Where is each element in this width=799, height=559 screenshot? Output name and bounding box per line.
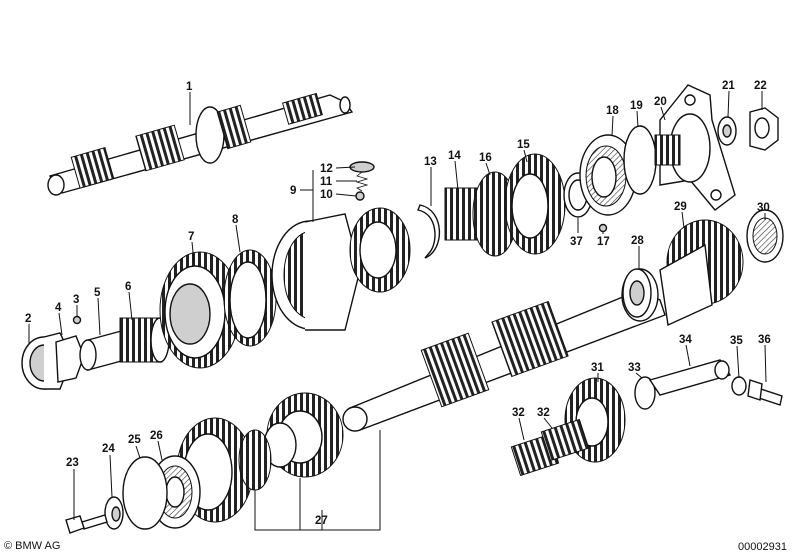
ball-17 — [598, 223, 608, 233]
callout-31: 31 — [591, 362, 604, 374]
ball-bearing-30 — [746, 209, 784, 263]
callout-17: 17 — [597, 236, 610, 248]
callout-26: 26 — [150, 430, 163, 442]
callout-20: 20 — [654, 96, 667, 108]
output-flange-20 — [654, 84, 736, 211]
bearing-28 — [622, 268, 652, 318]
catalog-number: 00002931 — [738, 541, 787, 553]
synchro-hub — [349, 207, 411, 293]
callout-7: 7 — [188, 231, 194, 243]
callout-28: 28 — [631, 235, 644, 247]
callout-32a: 32 — [512, 407, 525, 419]
gear-29 — [659, 219, 744, 327]
needle-bearings-32 — [510, 418, 590, 477]
selector-sleeve-9 — [271, 213, 361, 331]
synchro-ring-8 — [223, 249, 277, 347]
snap-ring-4 — [55, 335, 85, 383]
washer-24 — [104, 496, 124, 530]
callout-19: 19 — [630, 100, 643, 112]
countershaft — [342, 268, 666, 432]
callout-16: 16 — [479, 152, 492, 164]
callout-3: 3 — [73, 294, 79, 306]
callout-24: 24 — [102, 443, 115, 455]
callout-29: 29 — [674, 201, 687, 213]
callout-10: 10 — [320, 189, 333, 201]
main-shaft — [47, 92, 354, 196]
callout-21: 21 — [722, 80, 735, 92]
bolt-36 — [747, 379, 783, 406]
callout-11: 11 — [320, 176, 333, 188]
copyright-notice: © BMW AG — [4, 540, 61, 552]
gear-15 — [504, 153, 566, 255]
leader-lines — [28, 90, 767, 531]
needle-bearing-6 — [119, 317, 170, 363]
callout-36: 36 — [758, 334, 771, 346]
callout-labels: 1 2 3 4 5 6 7 8 9 10 11 12 13 14 15 16 1… — [25, 80, 771, 527]
callout-4: 4 — [55, 302, 62, 314]
callout-35: 35 — [730, 335, 743, 347]
callout-13: 13 — [424, 156, 437, 168]
callout-8: 8 — [232, 214, 239, 226]
callout-1: 1 — [186, 81, 193, 93]
ball-3 — [72, 315, 82, 325]
callout-34: 34 — [679, 334, 692, 346]
callout-15: 15 — [517, 139, 530, 151]
callout-18: 18 — [606, 105, 619, 117]
washer-21 — [717, 116, 737, 146]
callout-2: 2 — [25, 313, 31, 325]
callout-27: 27 — [315, 515, 328, 527]
washer-35 — [731, 376, 747, 396]
callout-30: 30 — [757, 202, 770, 214]
sleeve-5 — [79, 329, 126, 371]
callout-12: 12 — [320, 163, 333, 175]
snap-ring-33 — [634, 376, 656, 410]
spacer-19 — [623, 125, 657, 195]
ball-bearing-18 — [579, 134, 637, 216]
snap-ring-13 — [417, 204, 441, 259]
callout-9: 9 — [290, 185, 296, 197]
callout-32b: 32 — [537, 407, 550, 419]
gears-27 — [238, 392, 344, 491]
reverse-shaft-34 — [648, 359, 732, 396]
spacer-ring-37 — [563, 172, 593, 218]
callout-25: 25 — [128, 434, 141, 446]
callout-5: 5 — [94, 287, 101, 299]
callout-23: 23 — [66, 457, 79, 469]
callout-37: 37 — [570, 236, 583, 248]
snap-ring-25 — [122, 456, 168, 530]
callout-22: 22 — [754, 80, 767, 92]
nut-22 — [749, 107, 779, 151]
callout-14: 14 — [448, 150, 461, 162]
bolt-23 — [65, 514, 108, 534]
callout-33: 33 — [628, 362, 641, 374]
callout-6: 6 — [125, 281, 131, 293]
